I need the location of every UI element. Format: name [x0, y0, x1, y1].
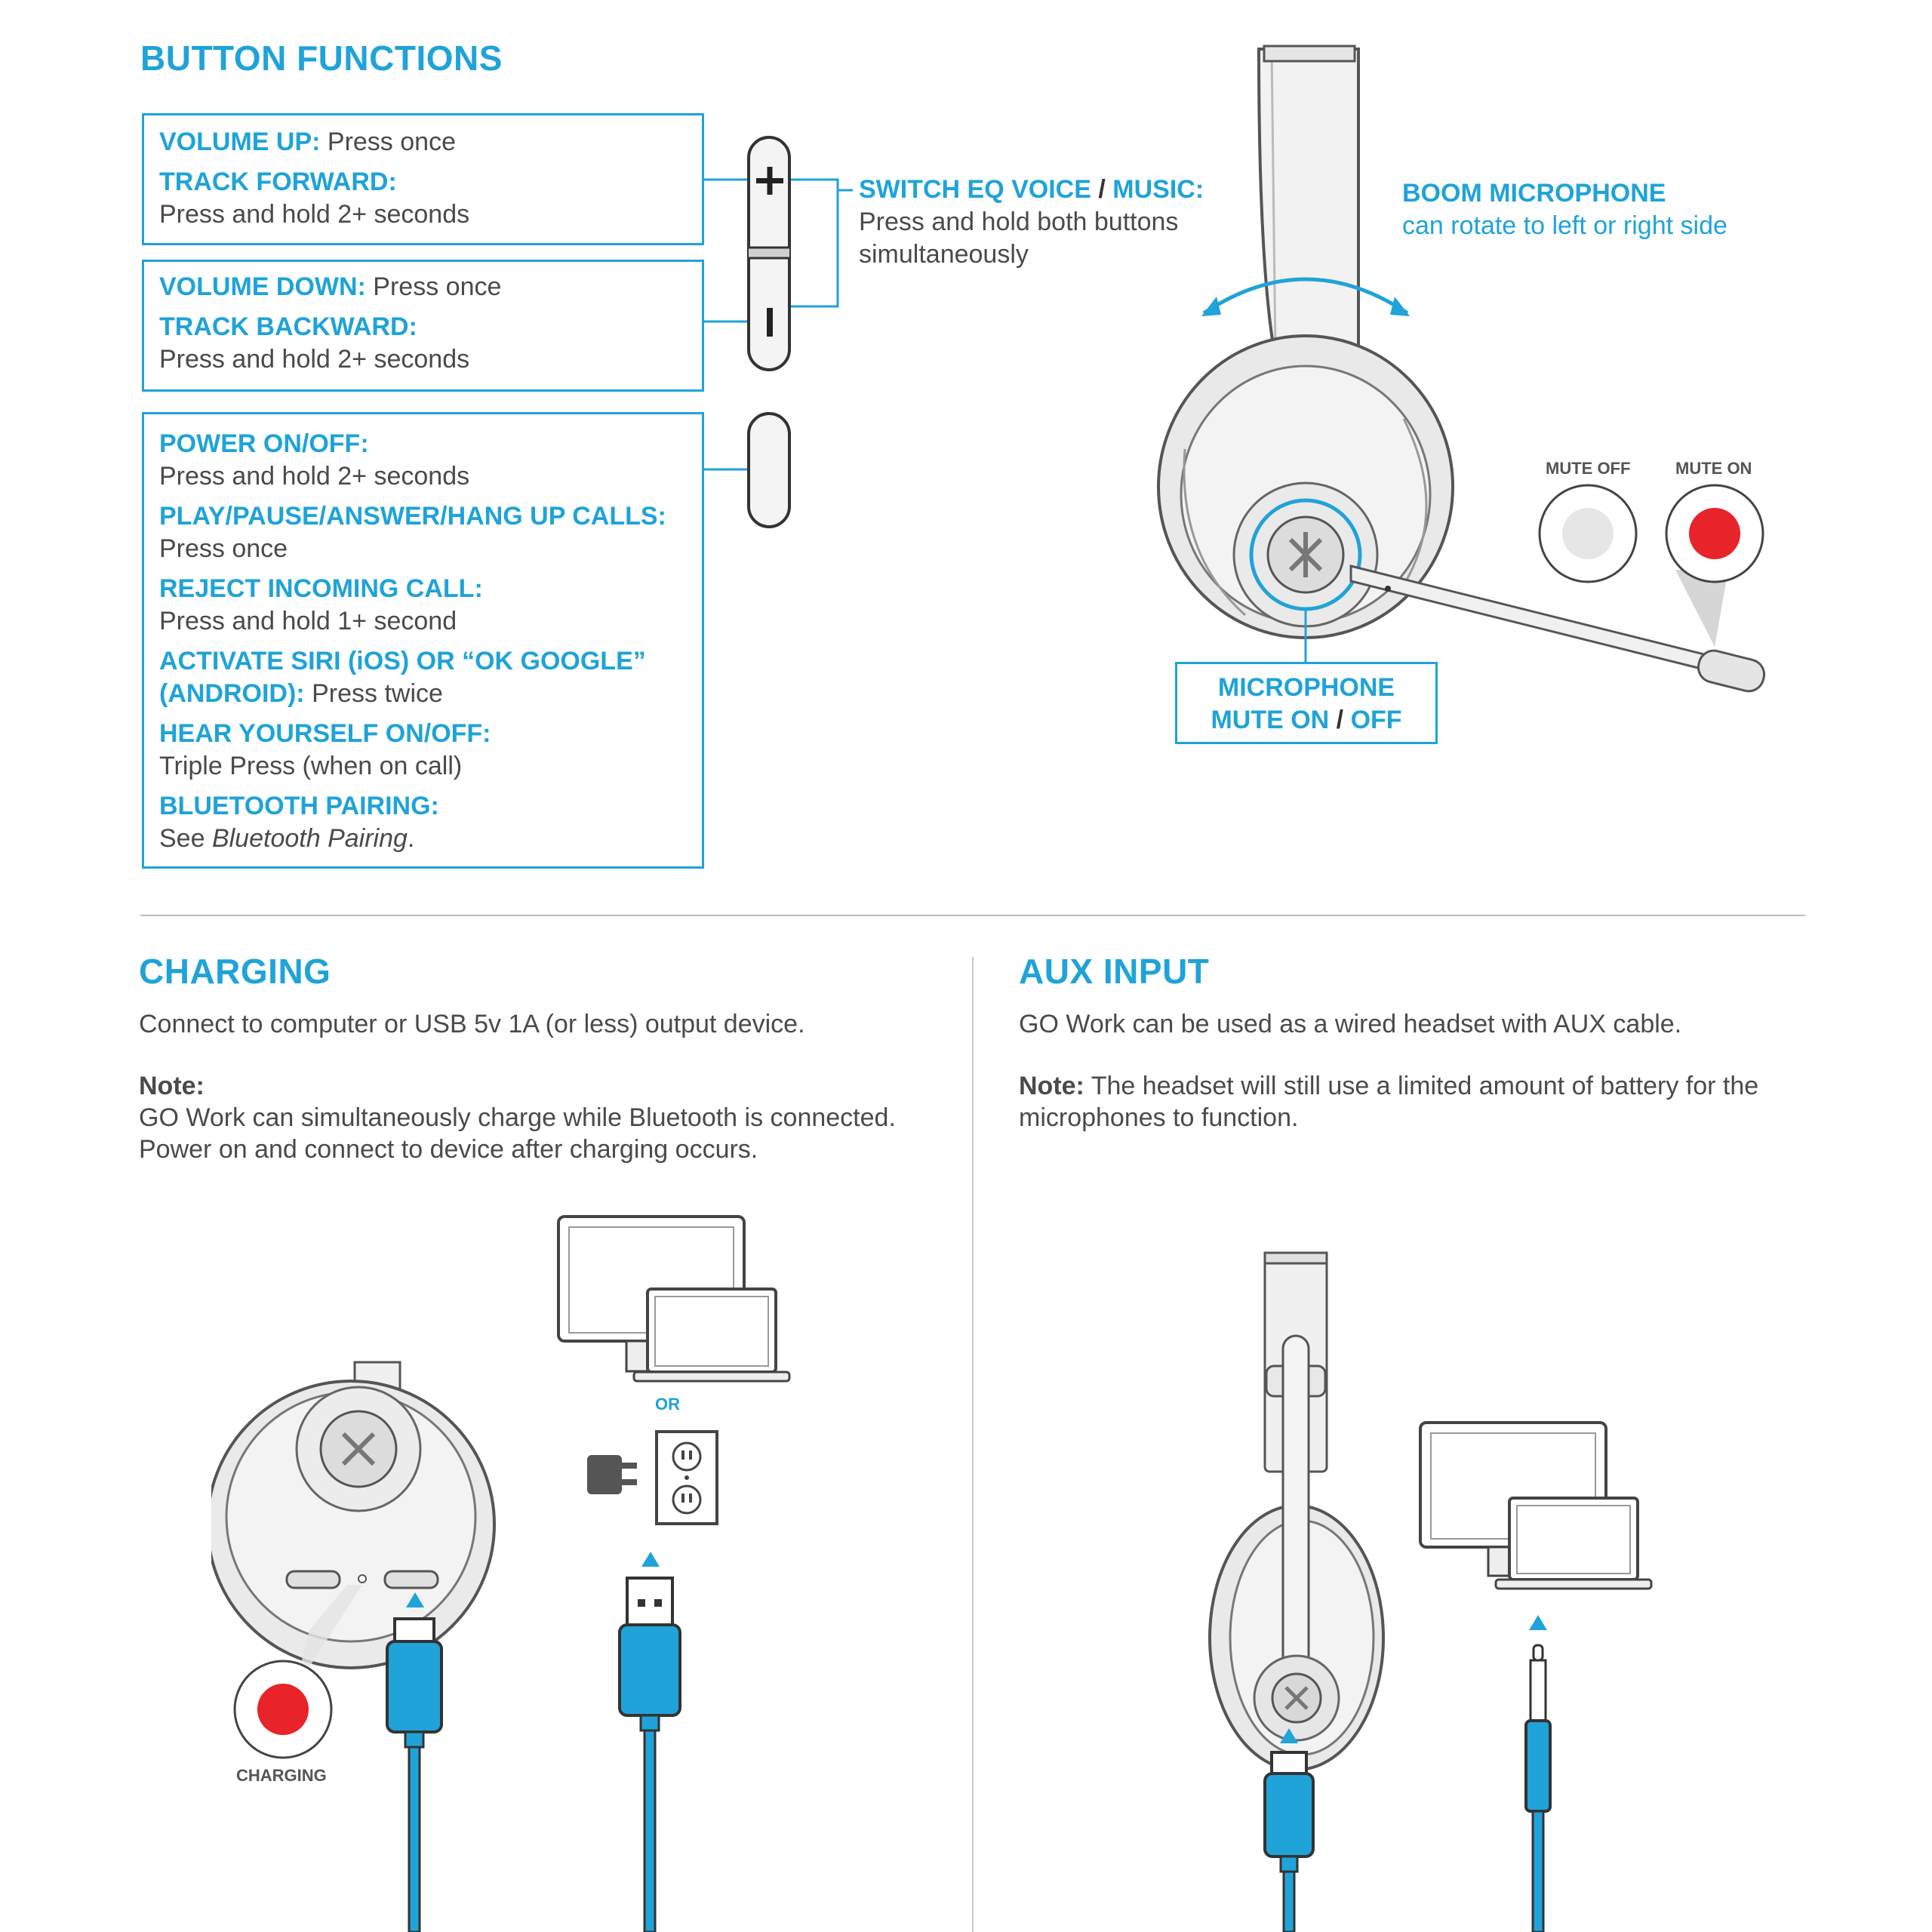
- wall-adapter-icon: [587, 1455, 637, 1494]
- track-backward-label: TRACK BACKWARD:: [159, 312, 417, 341]
- play-pause-label: PLAY/PAUSE/ANSWER/HANG UP CALLS:: [159, 502, 666, 531]
- bluetooth-see-text: See: [159, 824, 212, 853]
- bluetooth-pairing-label: BLUETOOTH PAIRING:: [159, 792, 439, 820]
- voice-assistant-text: Press twice: [304, 679, 443, 708]
- volume-down-label: VOLUME DOWN:: [159, 272, 366, 301]
- switch-eq-music-label: MUSIC:: [1112, 175, 1204, 204]
- section-title-charging: CHARGING: [139, 952, 331, 991]
- microphone-label: MICROPHONE: [1217, 673, 1395, 702]
- aux-note-1: The headset will still use a limited amo…: [1084, 1072, 1759, 1100]
- laptop-icon: [632, 1287, 791, 1383]
- logo-icon: [1288, 532, 1323, 577]
- charging-note-label: Note:: [139, 1072, 205, 1100]
- switch-eq-text-1: Press and hold both buttons: [859, 208, 1179, 236]
- track-forward-text: Press and hold 2+ seconds: [159, 200, 470, 229]
- reject-call-label: REJECT INCOMING CALL:: [159, 574, 483, 603]
- arrow-up-icon: [1529, 1615, 1547, 1630]
- volume-down-text: Press once: [365, 272, 502, 301]
- microphone-mute-box: MICROPHONE MUTE ON / OFF: [1175, 662, 1438, 744]
- mute-on-text: MUTE ON: [1211, 706, 1330, 734]
- section-title-aux-input: AUX INPUT: [1019, 952, 1210, 991]
- track-forward-label: TRACK FORWARD:: [159, 168, 397, 196]
- aux-text: GO Work can be used as a wired headset w…: [1019, 1010, 1682, 1038]
- aux-connector: [1524, 1719, 1552, 1813]
- hear-yourself-label: HEAR YOURSELF ON/OFF:: [159, 719, 491, 748]
- power-button-box: POWER ON/OFF: Press and hold 2+ seconds …: [142, 412, 704, 869]
- usb-c-connector: [1263, 1772, 1315, 1858]
- usb-a-connector: [618, 1623, 681, 1717]
- mute-on-label: MUTE ON: [1675, 459, 1752, 478]
- boom-microphone-subtitle: can rotate to left or right side: [1402, 211, 1727, 240]
- power-button-shape: [747, 412, 791, 528]
- play-pause-text: Press once: [159, 534, 288, 563]
- aux-illustration: [1208, 1251, 1653, 1932]
- mute-off-label: MUTE OFF: [1546, 459, 1631, 478]
- headset-illustration: [1157, 45, 1766, 693]
- charging-illustration: [211, 1215, 791, 1932]
- power-outlet-icon: [655, 1430, 718, 1525]
- button-diagram: [704, 136, 853, 528]
- switch-eq-connector: [838, 181, 860, 196]
- mute-off-text: OFF: [1350, 706, 1402, 734]
- charging-text: Connect to computer or USB 5v 1A (or les…: [139, 1010, 805, 1038]
- arrow-up-icon: [406, 1592, 424, 1607]
- volume-up-text: Press once: [320, 128, 456, 156]
- switch-eq-block: SWITCH EQ VOICE / MUSIC: Press and hold …: [859, 174, 1204, 271]
- volume-up-label: VOLUME UP:: [159, 128, 321, 156]
- power-text: Press and hold 2+ seconds: [159, 462, 470, 491]
- or-label: OR: [655, 1395, 680, 1414]
- aux-plug: [1529, 1659, 1547, 1722]
- plus-icon: [756, 167, 783, 195]
- volume-up-box: VOLUME UP: Press once TRACK FORWARD: Pre…: [142, 113, 704, 245]
- section-title-button-functions: BUTTON FUNCTIONS: [140, 38, 503, 78]
- boom-microphone-block: BOOM MICROPHONE can rotate to left or ri…: [1402, 177, 1727, 242]
- switch-eq-voice-label: SWITCH EQ VOICE: [859, 175, 1091, 204]
- charging-indicator-label: CHARGING: [236, 1766, 327, 1785]
- section-divider: [140, 915, 1805, 916]
- switch-eq-slash: /: [1091, 175, 1113, 204]
- usb-c-connector: [386, 1640, 443, 1734]
- hear-yourself-text: Triple Press (when on call): [159, 752, 463, 780]
- charging-note-2: Power on and connect to device after cha…: [139, 1135, 758, 1164]
- minus-icon: [767, 308, 773, 337]
- logo-icon: [341, 1432, 376, 1466]
- bluetooth-period: .: [407, 824, 415, 853]
- aux-note: Note: The headset will still use a limit…: [1019, 1070, 1758, 1102]
- laptop-icon: [1494, 1497, 1653, 1590]
- track-backward-text: Press and hold 2+ seconds: [159, 345, 470, 374]
- mute-slash: /: [1329, 706, 1351, 734]
- logo-icon: [1284, 1686, 1309, 1710]
- charging-note-1: GO Work can simultaneously charge while …: [139, 1103, 896, 1132]
- column-divider: [972, 957, 974, 1932]
- boom-microphone-title: BOOM MICROPHONE: [1402, 179, 1666, 208]
- arrow-up-icon: [641, 1552, 660, 1567]
- voice-assistant-label: ACTIVATE SIRI (iOS) OR “OK GOOGLE”: [159, 647, 646, 675]
- aux-note-label: Note:: [1019, 1072, 1084, 1100]
- arrow-up-icon: [1280, 1728, 1298, 1743]
- reject-call-text: Press and hold 1+ second: [159, 607, 457, 635]
- voice-assistant-label-2: (ANDROID):: [159, 679, 305, 708]
- usb-a-plug: [626, 1577, 674, 1626]
- power-label: POWER ON/OFF:: [159, 429, 369, 458]
- switch-eq-text-2: simultaneously: [859, 240, 1029, 269]
- aux-note-2: microphones to function.: [1019, 1103, 1299, 1132]
- volume-down-box: VOLUME DOWN: Press once TRACK BACKWARD: …: [142, 260, 704, 392]
- bluetooth-pairing-reference: Bluetooth Pairing: [211, 824, 408, 853]
